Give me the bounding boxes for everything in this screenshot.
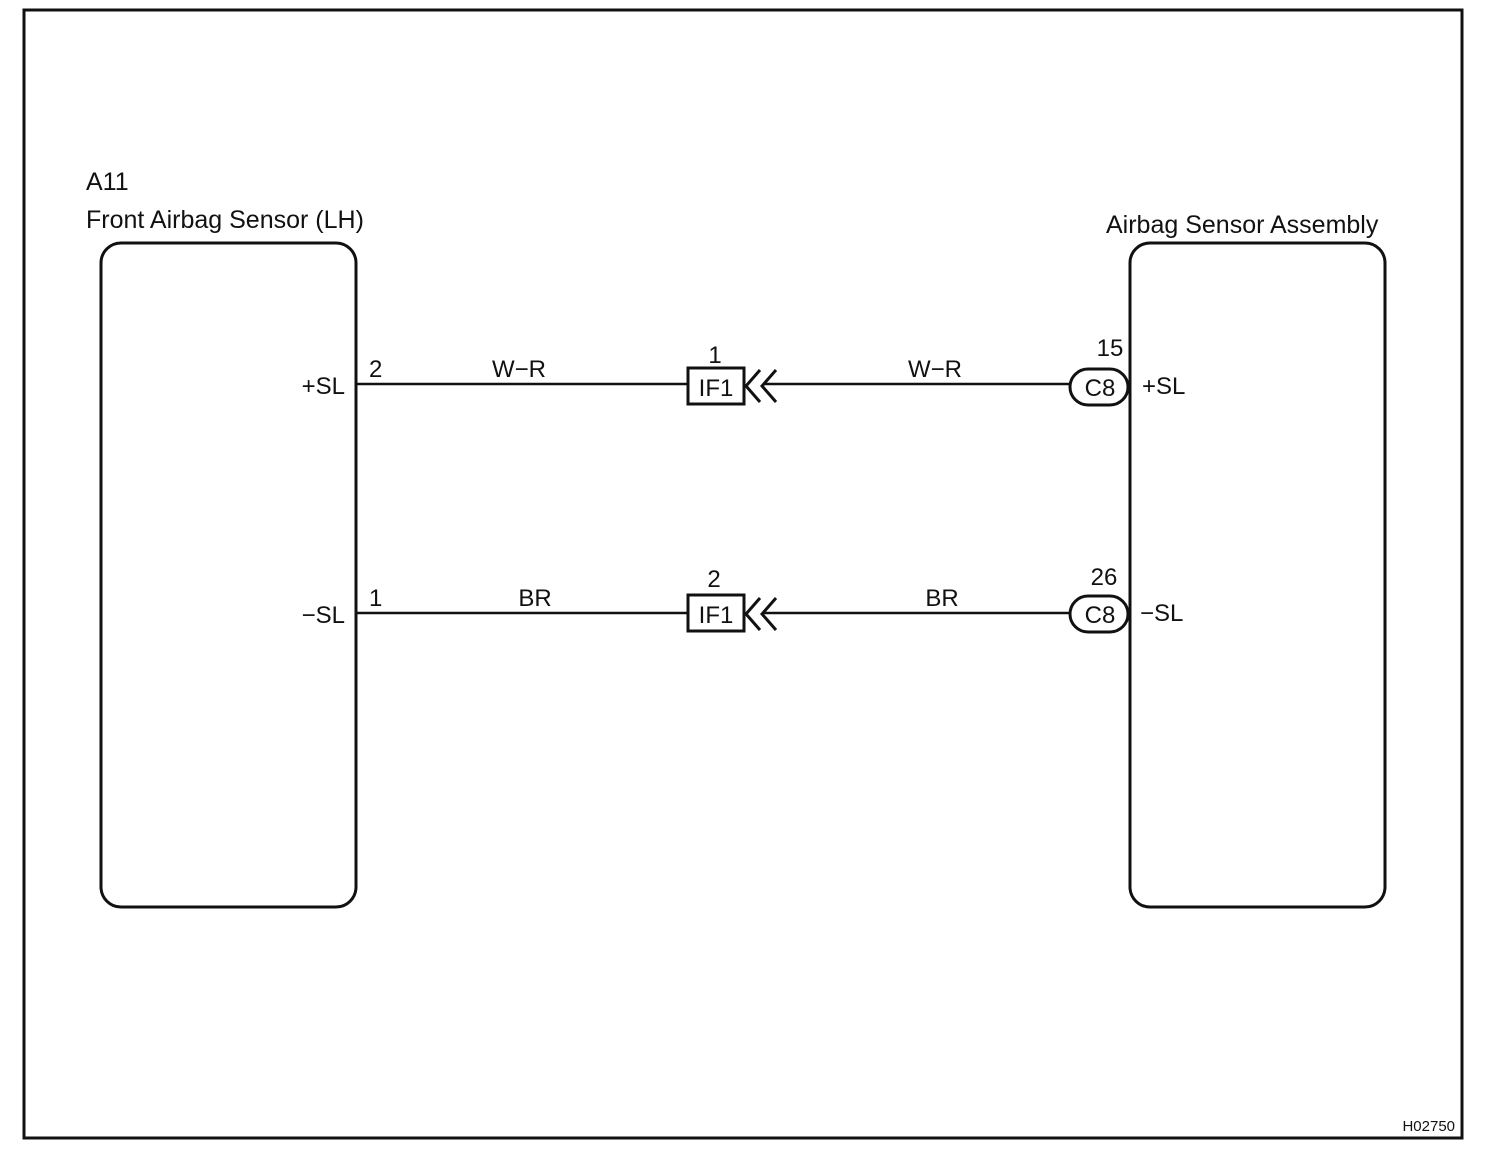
- wire-2-left-color: BR: [518, 585, 551, 612]
- junction-1-label: IF1: [699, 375, 734, 402]
- junction-2-pin: 2: [707, 566, 720, 593]
- junction-2-box: [686, 593, 746, 633]
- junction-2-connector-arrow-icon: [744, 597, 778, 631]
- wire-1-left-color: W−R: [492, 356, 546, 383]
- right-connector-plus-label: C8: [1085, 375, 1116, 402]
- left-pin-minus: 1: [369, 585, 382, 612]
- right-component-box: [1128, 241, 1387, 909]
- left-terminal-label-minus: −SL: [302, 602, 345, 629]
- right-connector-minus-label: C8: [1085, 602, 1116, 629]
- right-connector-minus-pill: [1068, 594, 1130, 634]
- wire-1-right-color: W−R: [908, 356, 962, 383]
- wire-2-right-color: BR: [925, 585, 958, 612]
- right-component-name: Airbag Sensor Assembly: [1106, 211, 1379, 239]
- left-component-box: [99, 241, 358, 909]
- right-pin-minus: 26: [1091, 564, 1118, 591]
- diagram-frame: [22, 8, 1464, 1140]
- right-terminal-label-minus: −SL: [1140, 600, 1183, 627]
- left-component-name: Front Airbag Sensor (LH): [86, 206, 364, 234]
- figure-id: H02750: [1402, 1118, 1455, 1135]
- junction-1-connector-arrow-icon: [744, 369, 778, 403]
- left-terminal-label-plus: +SL: [302, 373, 345, 400]
- right-connector-plus-pill: [1068, 367, 1130, 407]
- junction-1-pin: 1: [708, 342, 721, 369]
- right-terminal-label-plus: +SL: [1142, 373, 1185, 400]
- left-pin-plus: 2: [369, 356, 382, 383]
- junction-2-label: IF1: [699, 602, 734, 629]
- junction-1-box: [686, 366, 746, 406]
- left-component-code: A11: [86, 168, 129, 196]
- right-pin-plus: 15: [1097, 335, 1124, 362]
